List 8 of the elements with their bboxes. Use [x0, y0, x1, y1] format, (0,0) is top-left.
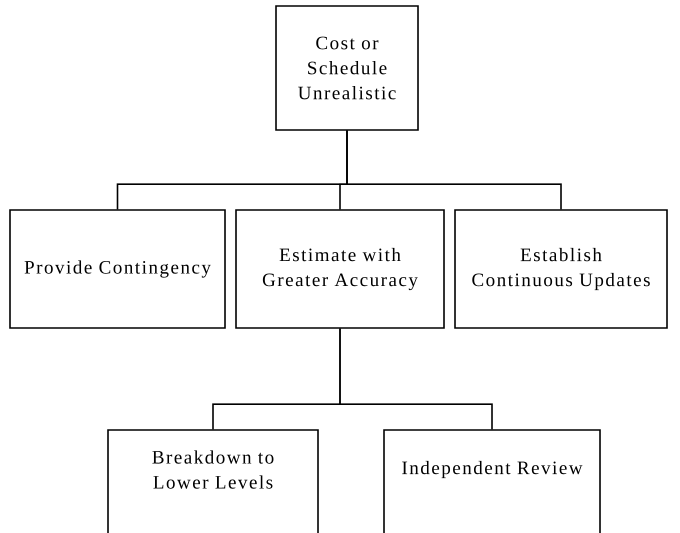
connector-line: [346, 130, 562, 210]
process-box: Estimate with Greater Accuracy: [235, 209, 445, 329]
process-box: Breakdown to Lower Levels: [107, 429, 319, 533]
process-box: Establish Continuous Updates: [454, 209, 668, 329]
process-box: Cost or Schedule Unrealistic: [275, 5, 419, 131]
process-box: Independent Review: [383, 429, 601, 533]
process-box: Provide Contingency: [9, 209, 226, 329]
connector-line: [339, 328, 493, 430]
